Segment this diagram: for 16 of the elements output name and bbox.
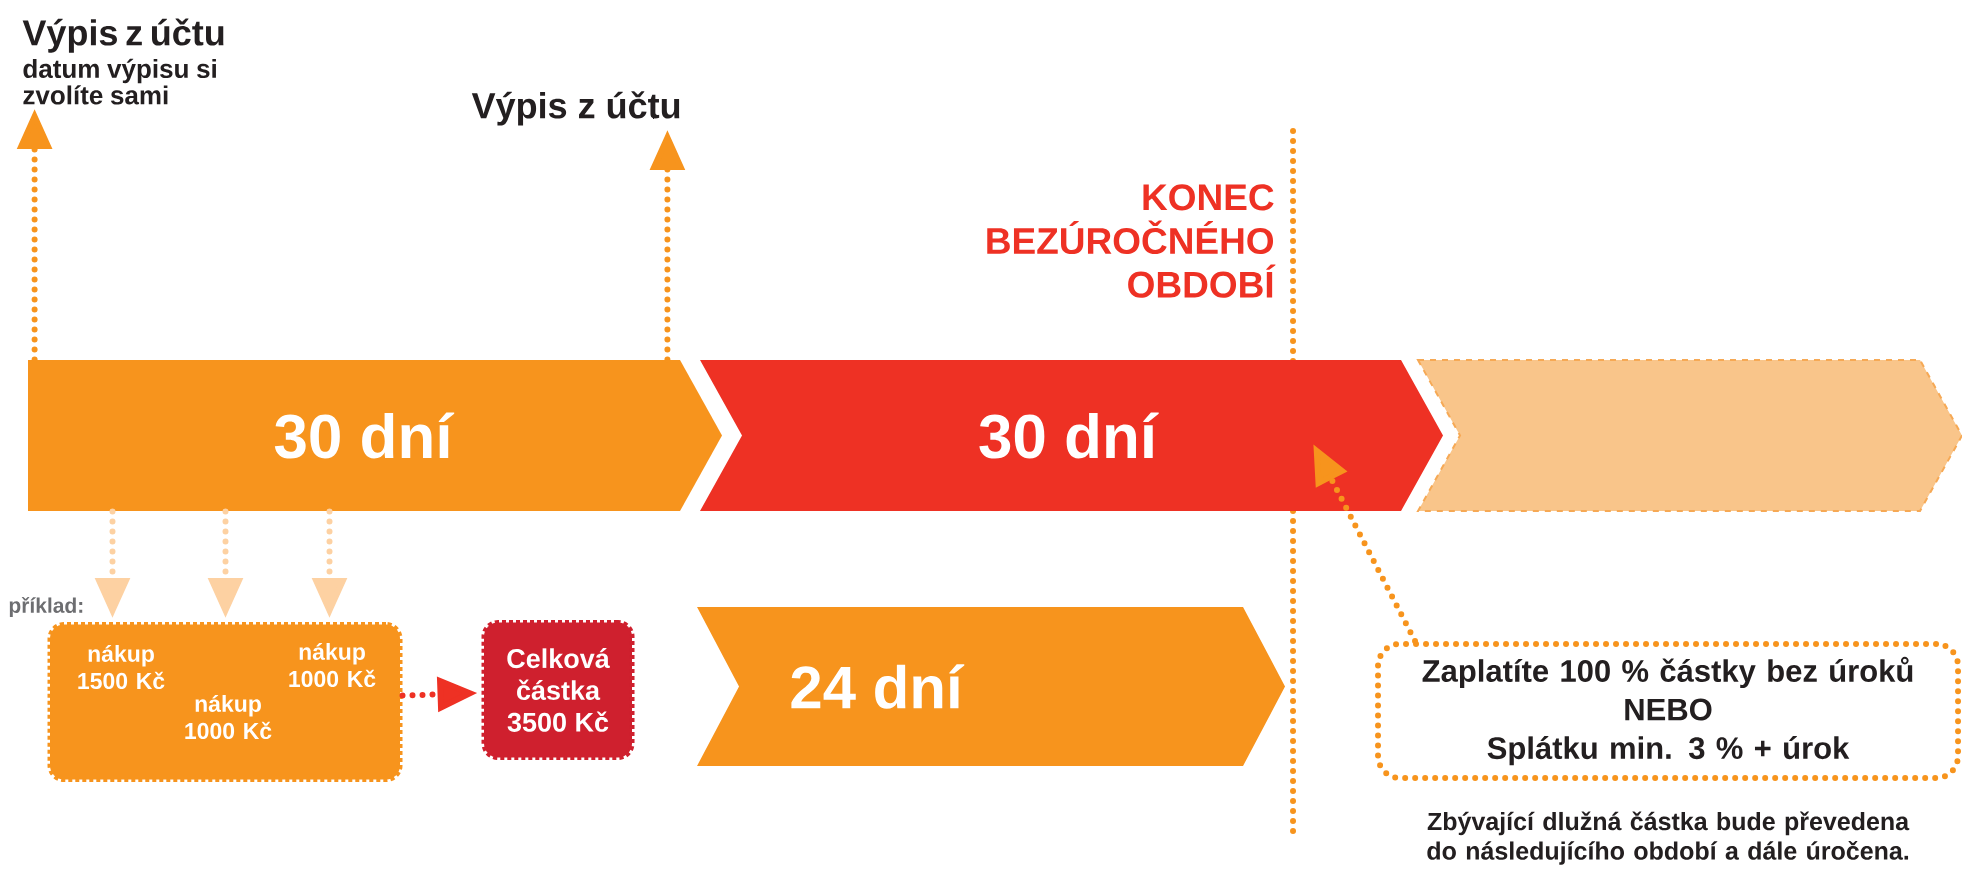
timeline-segment: 30 dní: [28, 360, 722, 511]
heading: Výpis z účtu: [22, 18, 224, 53]
timeline-segment: [1416, 359, 1962, 512]
note-text: datum výpisu si zvolíte sami: [23, 58, 216, 105]
example-label: příklad:: [9, 597, 83, 618]
heading: Výpis z účtu: [471, 91, 680, 126]
timeline-segment: 30 dní: [700, 360, 1443, 511]
callout-box: Zaplatíte 100 % částky bez úroků NEBO Splátku min. 3 % + úrok: [1375, 641, 1962, 781]
purchase-text: nákup 1500 Kč: [78, 644, 165, 690]
total-box: Celková částka 3500 Kč: [481, 620, 635, 760]
deadline-text: KONEC BEZÚROČNÉHO OBDOBÍ: [987, 184, 1276, 298]
purchases-box: [47, 622, 403, 782]
note-text: Zbývající dlužná částka bude převedena do následujícího období a dále úročena.: [1427, 811, 1910, 865]
timeline-segment: 24 dní: [697, 607, 1285, 766]
purchase-text: nákup 1000 Kč: [289, 642, 376, 688]
purchase-text: nákup 1000 Kč: [185, 694, 272, 740]
